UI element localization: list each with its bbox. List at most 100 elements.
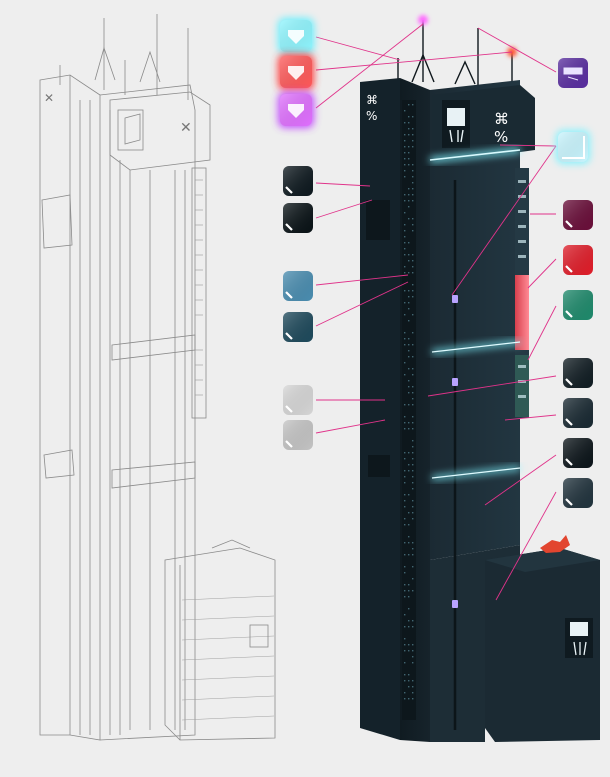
swatch-glass-teal bbox=[283, 312, 313, 342]
vent-dot bbox=[412, 446, 413, 447]
swatch-cyan-outline bbox=[556, 130, 590, 164]
wireframe-sign-strip bbox=[192, 168, 206, 418]
vent-dot bbox=[408, 254, 409, 255]
vent-dot bbox=[412, 506, 413, 507]
vent-dot bbox=[404, 674, 405, 675]
vent-dot bbox=[404, 680, 405, 681]
swatch-dark-3 bbox=[563, 358, 593, 388]
vent-dot bbox=[408, 356, 409, 357]
vent-dot bbox=[404, 650, 405, 651]
vent-dot bbox=[404, 230, 405, 231]
vent-dot bbox=[404, 554, 405, 555]
vent-dot bbox=[412, 590, 413, 591]
vent-dot bbox=[408, 152, 409, 153]
vent-dot bbox=[412, 464, 413, 465]
vent-dot bbox=[408, 452, 409, 453]
wireframe-tower: ✕ ✕ bbox=[40, 14, 275, 740]
vent-dot bbox=[408, 686, 409, 687]
vent-dot bbox=[412, 554, 413, 555]
vent-dot bbox=[412, 578, 413, 579]
vent-dot bbox=[412, 422, 413, 423]
vent-dot bbox=[404, 452, 405, 453]
vent-dot bbox=[404, 596, 405, 597]
vent-dot bbox=[412, 404, 413, 405]
vent-dot bbox=[408, 296, 409, 297]
vent-dot bbox=[408, 194, 409, 195]
vent-dot bbox=[412, 332, 413, 333]
vent-dot bbox=[412, 284, 413, 285]
vent-dot bbox=[404, 152, 405, 153]
vent-dot bbox=[412, 518, 413, 519]
vent-dot bbox=[412, 224, 413, 225]
vent-dot bbox=[408, 554, 409, 555]
vent-dot bbox=[412, 374, 413, 375]
vent-dot bbox=[404, 572, 405, 573]
vent-dot bbox=[404, 176, 405, 177]
vent-dot bbox=[408, 470, 409, 471]
vent-dot bbox=[408, 320, 409, 321]
vent-dot bbox=[412, 500, 413, 501]
vent-dot bbox=[404, 590, 405, 591]
vent-dot bbox=[404, 110, 405, 111]
rail-marker bbox=[452, 600, 458, 608]
vent-dot bbox=[404, 566, 405, 567]
vent-dot bbox=[408, 134, 409, 135]
vent-dot bbox=[404, 524, 405, 525]
vent-dot bbox=[412, 620, 413, 621]
vent-dot bbox=[412, 662, 413, 663]
vent-dot bbox=[404, 266, 405, 267]
vent-dot bbox=[412, 488, 413, 489]
vent-dot bbox=[404, 200, 405, 201]
vent-dot bbox=[404, 170, 405, 171]
vent-dot bbox=[404, 302, 405, 303]
vent-dot bbox=[412, 170, 413, 171]
vent-dot bbox=[412, 452, 413, 453]
vent-dot bbox=[412, 290, 413, 291]
vent-dot bbox=[404, 236, 405, 237]
vent-dot bbox=[408, 494, 409, 495]
vent-dot bbox=[408, 308, 409, 309]
swatch-dark-2 bbox=[283, 203, 313, 233]
swatch-green bbox=[563, 290, 593, 320]
vent-dot bbox=[404, 314, 405, 315]
vent-dot bbox=[408, 104, 409, 105]
vent-dot bbox=[412, 548, 413, 549]
vent-dot bbox=[404, 518, 405, 519]
vent-dot bbox=[412, 164, 413, 165]
vent-dot bbox=[408, 404, 409, 405]
vent-dot bbox=[412, 296, 413, 297]
vent-dot bbox=[404, 290, 405, 291]
vent-dot bbox=[408, 584, 409, 585]
vent-dot bbox=[412, 182, 413, 183]
wireframe-logo-glyph: ✕ bbox=[44, 91, 54, 105]
vent-dot bbox=[412, 626, 413, 627]
vent-dot bbox=[404, 458, 405, 459]
vent-dot bbox=[404, 638, 405, 639]
vent-dot bbox=[404, 470, 405, 471]
vent-dot bbox=[404, 422, 405, 423]
antenna-beacon-magenta bbox=[418, 15, 428, 25]
vent-dot bbox=[412, 254, 413, 255]
vent-dot bbox=[404, 272, 405, 273]
vent-dot bbox=[408, 698, 409, 699]
swatch-dark-1 bbox=[283, 166, 313, 196]
vent-dot bbox=[404, 194, 405, 195]
swatch-red bbox=[563, 245, 593, 275]
vent-dot bbox=[408, 608, 409, 609]
rail-marker bbox=[452, 295, 458, 303]
vent-dot bbox=[404, 374, 405, 375]
vent-dot bbox=[408, 542, 409, 543]
vent-dot bbox=[412, 104, 413, 105]
vent-dot bbox=[412, 140, 413, 141]
vent-dot bbox=[404, 416, 405, 417]
vent-dot bbox=[404, 248, 405, 249]
swatch-burgundy bbox=[563, 200, 593, 230]
vent-dot bbox=[412, 314, 413, 315]
vent-dot bbox=[412, 116, 413, 117]
vent-dot bbox=[412, 134, 413, 135]
vent-dot bbox=[408, 350, 409, 351]
vent-dot bbox=[404, 212, 405, 213]
vent-dot bbox=[408, 674, 409, 675]
vent-dot bbox=[404, 164, 405, 165]
wireframe-base-block bbox=[165, 548, 275, 740]
